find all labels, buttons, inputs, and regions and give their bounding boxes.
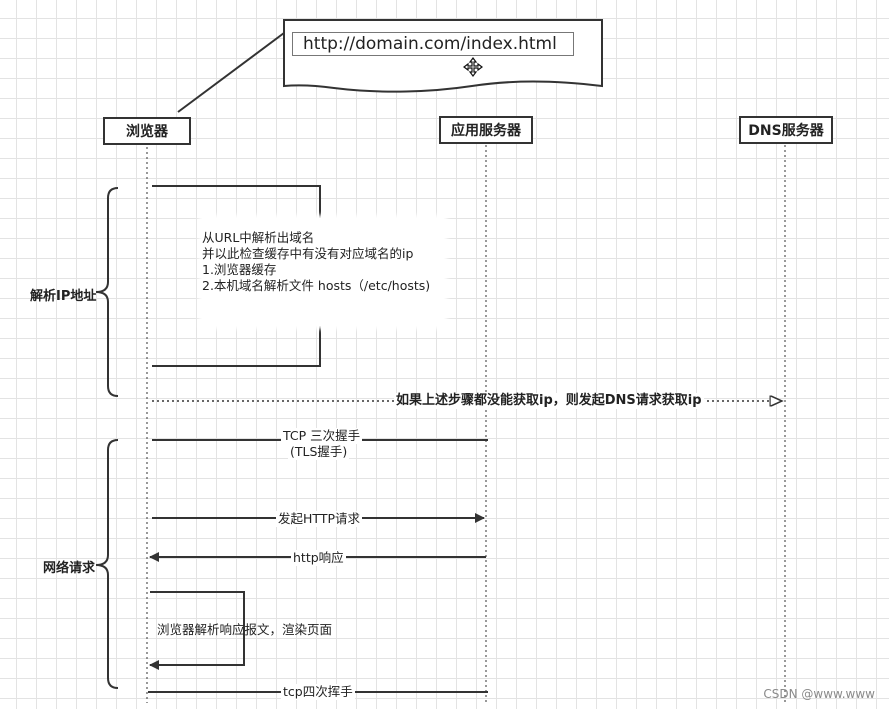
url-text-box: http://domain.com/index.html — [292, 32, 574, 56]
tcp-handshake-label: TCP 三次握手 — [281, 428, 363, 444]
participant-app-server: 应用服务器 — [439, 116, 533, 144]
http-response-label: http响应 — [291, 550, 346, 566]
resolve-ip-brace — [95, 187, 119, 397]
participant-browser: 浏览器 — [103, 117, 191, 145]
group-label-network: 网络请求 — [43, 561, 96, 576]
dns-request-label: 如果上述步骤都没能获取ip，则发起DNS请求获取ip — [394, 393, 704, 409]
watermark: CSDN @www.www — [763, 687, 875, 701]
tls-handshake-label: (TLS握手) — [288, 444, 350, 460]
note-line-1: 从URL中解析出域名 — [202, 230, 315, 245]
group-label-resolve-ip: 解析IP地址 — [30, 289, 97, 304]
move-cursor-icon — [463, 57, 483, 77]
render-label: 浏览器解析响应报文，渲染页面 — [157, 622, 333, 637]
note-line-2: 并以此检查缓存中有没有对应域名的ip — [202, 246, 414, 261]
resolve-note: 从URL中解析出域名 并以此检查缓存中有没有对应域名的ip 1.浏览器缓存 2.… — [202, 218, 444, 326]
note-line-3: 1.浏览器缓存 — [202, 262, 277, 277]
callout-connector — [177, 29, 289, 113]
http-request-label: 发起HTTP请求 — [276, 511, 362, 527]
note-line-4: 2.本机域名解析文件 hosts（/etc/hosts) — [202, 278, 431, 293]
tcp-close-label: tcp四次挥手 — [281, 684, 355, 700]
participant-dns-server: DNS服务器 — [739, 116, 833, 144]
network-brace — [95, 439, 119, 689]
